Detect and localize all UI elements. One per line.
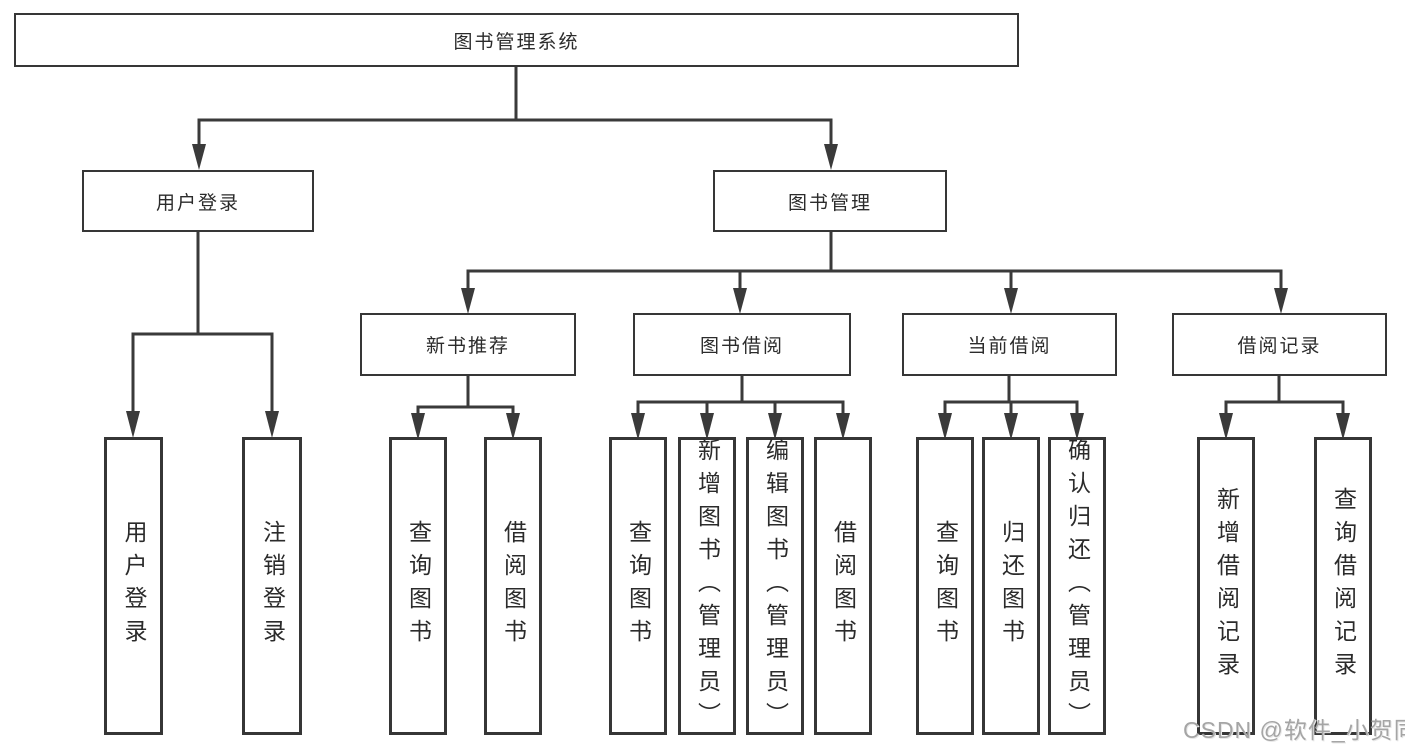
node-label: 新书推荐 [425, 336, 510, 357]
node-book-management: 图书管理 [713, 170, 947, 232]
node-label: 图书管理 [787, 192, 872, 214]
leaf-label: 归还图书 [998, 520, 1025, 652]
leaf-borrow-books: 借阅图书 [814, 437, 872, 735]
node-label: 用户登录 [155, 192, 240, 214]
leaf-label: 用户登录 [121, 520, 147, 652]
leaf-borrow-books-recommend: 借阅图书 [484, 437, 542, 735]
leaf-edit-books-admin: 编辑图书（管理员） [746, 437, 804, 735]
leaf-add-borrow-record: 新增借阅记录 [1197, 437, 1255, 735]
node-label: 借阅记录 [1237, 336, 1322, 357]
leaf-query-borrow-record: 查询借阅记录 [1314, 437, 1372, 735]
node-borrow-records: 借阅记录 [1172, 313, 1387, 376]
node-new-book-recommend: 新书推荐 [360, 313, 576, 376]
node-label: 图书借阅 [699, 336, 784, 357]
leaf-label: 新增图书（管理员） [694, 437, 721, 735]
node-label: 当前借阅 [967, 336, 1052, 357]
leaf-label: 编辑图书（管理员） [762, 437, 789, 735]
leaf-label: 借阅图书 [830, 520, 857, 652]
leaf-add-books-admin: 新增图书（管理员） [678, 437, 736, 735]
csdn-watermark: CSDN @软件_小贺同学 [1183, 717, 1405, 743]
node-user-login: 用户登录 [82, 170, 314, 232]
leaf-label: 新增借阅记录 [1213, 487, 1240, 685]
leaf-query-books-recommend: 查询图书 [389, 437, 447, 735]
leaf-label: 借阅图书 [500, 520, 527, 652]
leaf-label: 查询借阅记录 [1330, 487, 1357, 685]
leaf-label: 查询图书 [625, 520, 652, 652]
node-book-management-system: 图书管理系统 [14, 13, 1019, 67]
leaf-label: 注销登录 [259, 520, 286, 652]
leaf-query-books-borrow: 查询图书 [609, 437, 667, 735]
leaf-label: 确认归还（管理员） [1064, 437, 1091, 735]
leaf-query-books-current: 查询图书 [916, 437, 974, 735]
node-label: 图书管理系统 [453, 31, 580, 53]
leaf-label: 查询图书 [405, 520, 432, 652]
leaf-logout: 注销登录 [242, 437, 302, 735]
leaf-return-books: 归还图书 [982, 437, 1040, 735]
node-current-borrow: 当前借阅 [902, 313, 1117, 376]
leaf-user-login: 用户登录 [104, 437, 163, 735]
leaf-confirm-return-admin: 确认归还（管理员） [1048, 437, 1106, 735]
leaf-label: 查询图书 [932, 520, 959, 652]
node-book-borrow: 图书借阅 [633, 313, 851, 376]
